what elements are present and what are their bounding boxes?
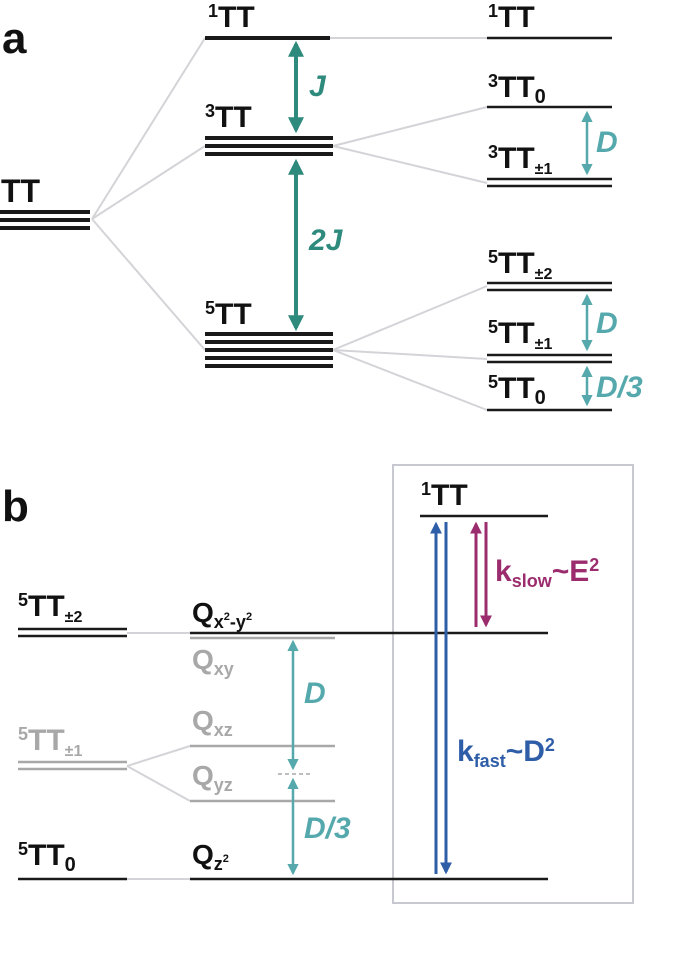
left-pm2-levels (18, 627, 127, 638)
d3-label-quintet: D/3 (596, 371, 643, 404)
left-pm1-levels (18, 760, 127, 771)
d-label-triplet: D (596, 126, 618, 159)
singlet-coupling-box (392, 464, 634, 904)
left-pm2-label: 5TT±2 (18, 590, 82, 626)
q-xy-label: Qxy (192, 644, 234, 679)
d3-label-b: D/3 (304, 812, 351, 845)
box-singlet-label: 1TT (421, 479, 468, 512)
singlet-right-label: 1TT (488, 1, 535, 34)
2j-label: 2J (308, 224, 344, 257)
quintet-pm1-label: 5TT±1 (488, 317, 552, 353)
j-label: J (309, 70, 327, 103)
left-pm1-label: 5TT±1 (18, 724, 82, 760)
singlet-mid-label: 1TT (208, 1, 255, 34)
q-z2-label: Qz2 (192, 839, 229, 874)
quintet-0-label: 5TT0 (488, 372, 546, 409)
triplet-0-label: 3TT0 (488, 71, 546, 108)
quintet-pm1-levels (487, 353, 612, 364)
triplet-pm1-label: 3TT±1 (488, 142, 552, 178)
quintet-mid-label: 5TT (205, 298, 252, 331)
k-slow-label: kslow~E2 (495, 555, 599, 591)
panel-a-label: a (2, 14, 27, 63)
d-label-b: D (304, 677, 326, 710)
k-fast-label: kfast~D2 (457, 735, 555, 771)
tt-label: TT (1, 173, 41, 209)
q-x2y2-label: Qx2-y2 (192, 597, 252, 632)
panel-a-connectors (91, 37, 488, 411)
panel-b-label: b (2, 482, 29, 531)
d-label-quintet: D (596, 307, 618, 340)
panel-b-connectors (126, 632, 191, 880)
triplet-levels (205, 136, 333, 156)
triplet-mid-label: 3TT (205, 101, 252, 134)
quintet-pm2-levels (487, 281, 612, 292)
q-yz-label: Qyz (192, 760, 233, 795)
quintet-pm2-label: 5TT±2 (488, 247, 552, 283)
quintet-levels (205, 332, 333, 368)
tt-levels (0, 210, 90, 230)
left-0-label: 5TT0 (18, 839, 76, 876)
q-xz-label: Qxz (192, 705, 233, 740)
triplet-pm1-levels (487, 177, 612, 188)
